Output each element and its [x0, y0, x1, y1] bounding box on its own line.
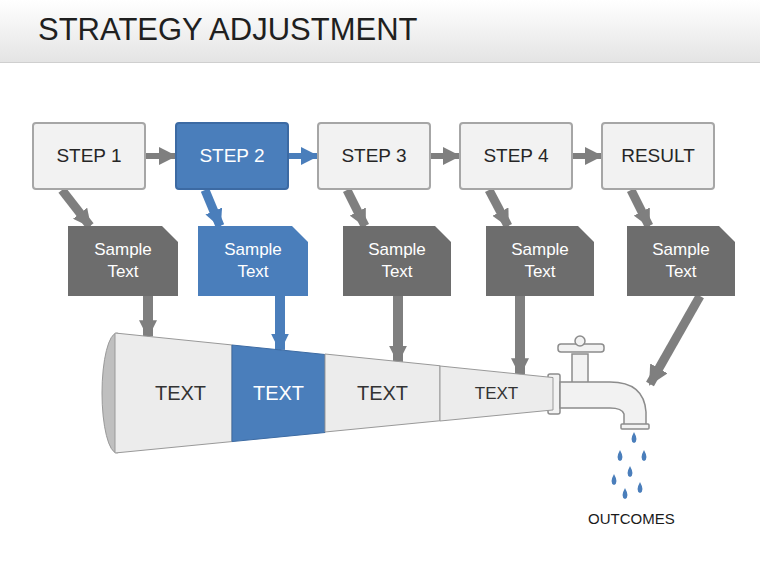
- flow-arrow: [347, 190, 365, 226]
- callout-box: Sample Text: [486, 226, 594, 296]
- node-text: STEP 4: [483, 145, 548, 167]
- shape-outline: [343, 226, 451, 296]
- node-text: TEXT: [155, 382, 206, 405]
- outcome-label: OUTCOMES: [588, 510, 675, 527]
- step-box: STEP 4: [459, 122, 573, 190]
- step-box: STEP 2: [175, 122, 289, 190]
- callout-box: Sample Text: [68, 226, 178, 296]
- shape-outline: [68, 226, 178, 296]
- node-text: Sample Text: [357, 239, 437, 283]
- flow-arrow: [143, 296, 153, 336]
- flow-arrow: [489, 190, 508, 226]
- node-text: Sample Text: [213, 239, 293, 283]
- node-text: Sample Text: [83, 239, 163, 283]
- flow-arrow: [275, 296, 285, 350]
- flow-arrow: [205, 190, 220, 226]
- water-drops: [612, 432, 647, 499]
- faucet: [548, 336, 649, 429]
- shape-outline: [486, 226, 594, 296]
- funnel-band: TEXT: [115, 333, 232, 453]
- flow-arrow: [146, 153, 175, 159]
- flow-arrow: [393, 296, 403, 362]
- flow-arrow: [515, 296, 525, 374]
- node-text: TEXT: [253, 382, 304, 405]
- funnel-band: TEXT: [232, 345, 325, 442]
- slide-title: STRATEGY ADJUSTMENT: [38, 12, 418, 48]
- callout-box: Sample Text: [343, 226, 451, 296]
- node-text: STEP 3: [341, 145, 406, 167]
- funnel-band: TEXT: [440, 366, 553, 421]
- flow-arrow: [289, 153, 317, 159]
- node-text: RESULT: [621, 145, 695, 167]
- funnel-band: TEXT: [325, 354, 440, 432]
- callout-box: Sample Text: [627, 226, 735, 296]
- flow-arrow: [573, 153, 601, 159]
- node-text: STEP 2: [199, 145, 264, 167]
- result-arrow: [650, 296, 700, 384]
- node-text: TEXT: [475, 384, 518, 404]
- shape-outline: [198, 226, 308, 296]
- node-text: TEXT: [357, 382, 408, 405]
- callout-box: Sample Text: [198, 226, 308, 296]
- shape-outline: [627, 226, 735, 296]
- node-text: Sample Text: [641, 239, 721, 283]
- node-text: Sample Text: [500, 239, 580, 283]
- step-box: STEP 1: [32, 122, 146, 190]
- step-box: STEP 3: [317, 122, 431, 190]
- node-text: STEP 1: [56, 145, 121, 167]
- flow-arrow: [631, 190, 649, 226]
- flow-arrow: [431, 153, 459, 159]
- step-box: RESULT: [601, 122, 715, 190]
- flow-arrow: [62, 190, 90, 226]
